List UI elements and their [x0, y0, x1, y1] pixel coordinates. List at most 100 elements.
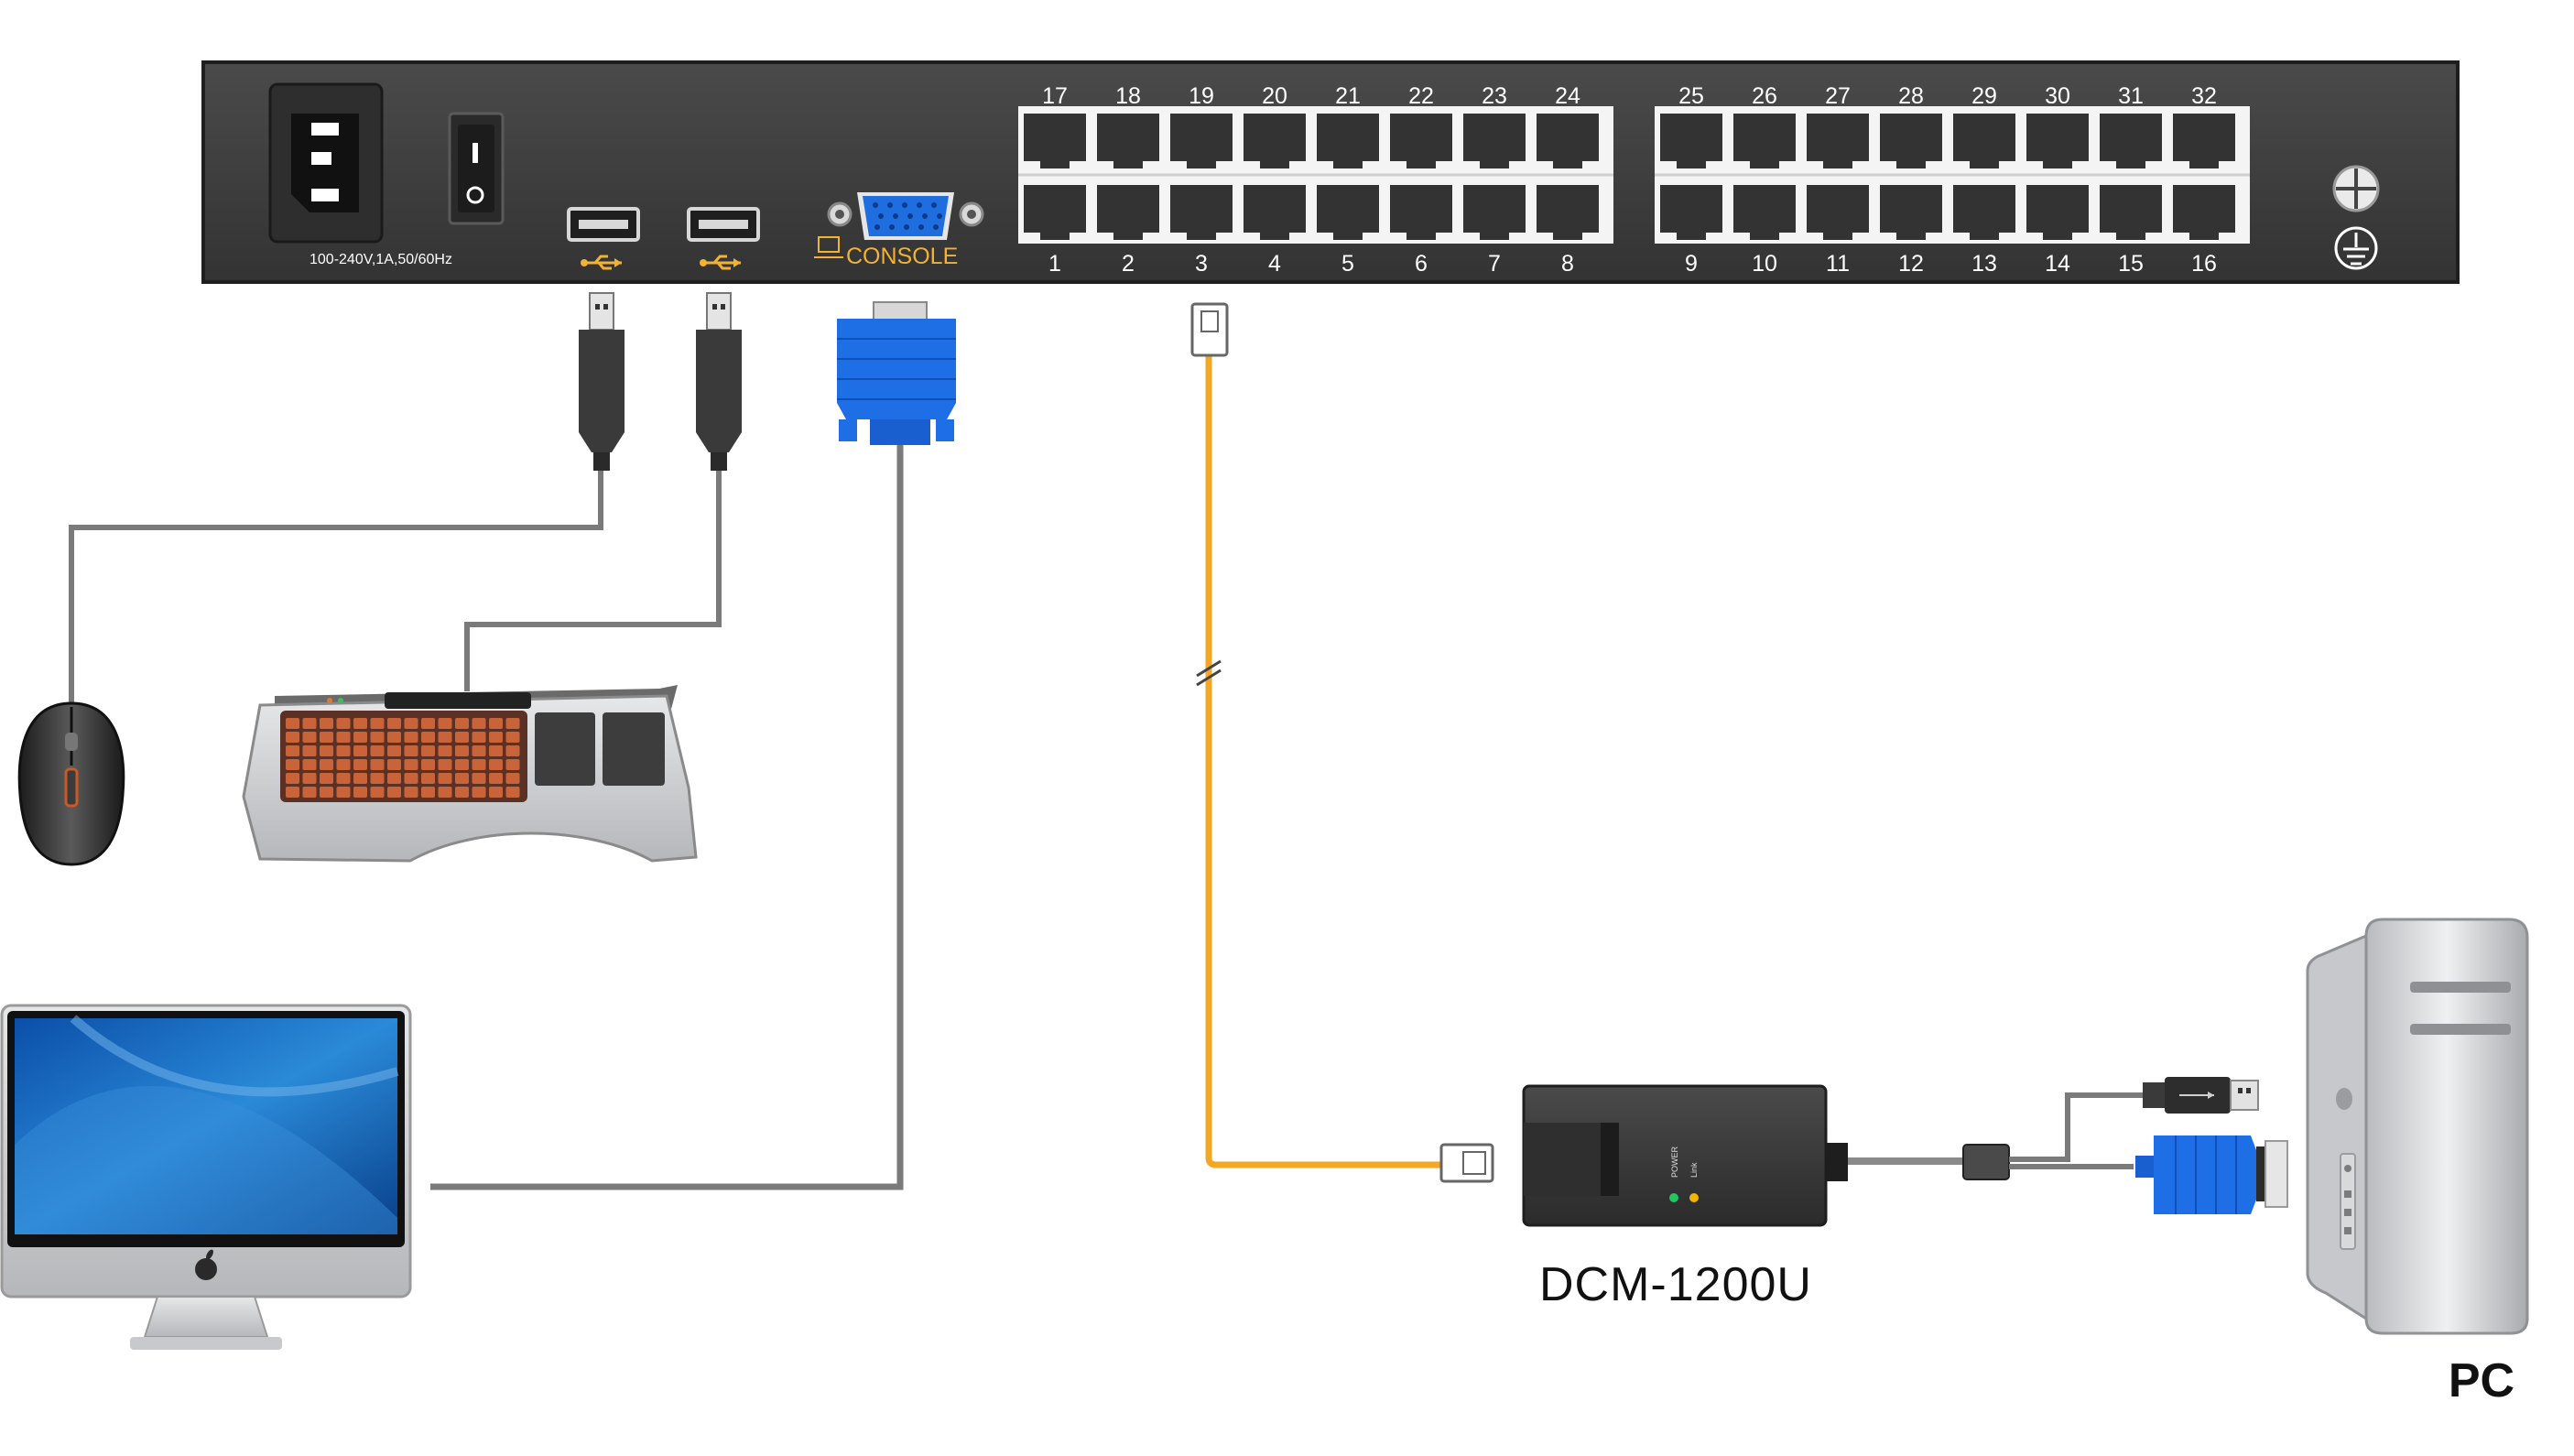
rj45-port-27[interactable]: [1807, 114, 1869, 168]
pc-tower: [2306, 918, 2529, 1335]
port-number-label: 30: [2045, 83, 2070, 109]
key: [320, 787, 333, 798]
port-number-label: 12: [1898, 251, 1924, 277]
key: [489, 759, 503, 770]
key: [421, 732, 435, 743]
console-vga-port[interactable]: [827, 192, 984, 240]
rj45-port-9[interactable]: [1660, 185, 1722, 240]
key: [387, 745, 401, 756]
rj45-port-28[interactable]: [1880, 114, 1942, 168]
port-number-label: 18: [1115, 83, 1141, 109]
rj45-bank-2: [1655, 106, 2250, 244]
rj45-port-14[interactable]: [2026, 185, 2089, 240]
rj45-port-7[interactable]: [1463, 185, 1526, 240]
rj45-port-11[interactable]: [1807, 185, 1869, 240]
rj45-port-6[interactable]: [1390, 185, 1452, 240]
key: [336, 732, 351, 743]
rj45-port-21[interactable]: [1317, 114, 1379, 168]
port-number-label: 4: [1268, 251, 1281, 277]
rj45-port-1[interactable]: [1024, 185, 1086, 240]
key: [455, 787, 469, 798]
rj45-port-13[interactable]: [1953, 185, 2015, 240]
usb-icon: [2179, 1092, 2214, 1099]
key: [387, 759, 401, 770]
rj45-port-18[interactable]: [1097, 114, 1159, 168]
key: [353, 745, 367, 756]
key: [455, 732, 469, 743]
rj45-port-4[interactable]: [1244, 185, 1306, 240]
adapter-power-led-label: POWER: [1670, 1146, 1679, 1178]
rj45-port-group[interactable]: [1024, 114, 1599, 240]
key: [472, 732, 486, 743]
kvm-switch: 100-240V,1A,50/60Hz: [201, 60, 2460, 284]
key: [421, 745, 435, 756]
rj45-port-15[interactable]: [2100, 185, 2162, 240]
rj45-port-20[interactable]: [1244, 114, 1306, 168]
port-number-label: 6: [1415, 251, 1428, 277]
key: [302, 773, 317, 784]
key: [489, 732, 503, 743]
rj45-port-group[interactable]: [1660, 114, 2235, 240]
key: [353, 759, 367, 770]
rj45-port-12[interactable]: [1880, 185, 1942, 240]
rj45-port-23[interactable]: [1463, 114, 1526, 168]
key: [421, 773, 435, 784]
key: [404, 718, 418, 729]
key: [353, 787, 367, 798]
key: [336, 787, 351, 798]
port-number-label: 23: [1482, 83, 1507, 109]
rj45-port-16[interactable]: [2173, 185, 2235, 240]
key: [489, 718, 503, 729]
rj45-port-32[interactable]: [2173, 114, 2235, 168]
adapter-link-led-label: Link: [1689, 1162, 1699, 1178]
key: [302, 759, 317, 770]
key: [472, 759, 486, 770]
rj45-port-8[interactable]: [1537, 185, 1599, 240]
key: [438, 787, 452, 798]
rj45-port-31[interactable]: [2100, 114, 2162, 168]
key: [455, 759, 469, 770]
key: [489, 745, 503, 756]
rj45-port-17[interactable]: [1024, 114, 1086, 168]
rj45-port-30[interactable]: [2026, 114, 2089, 168]
key: [438, 745, 452, 756]
port-number-label: 24: [1555, 83, 1580, 109]
ferrite-core: [1962, 1144, 2010, 1180]
key: [421, 718, 435, 729]
key: [387, 787, 401, 798]
key: [421, 787, 435, 798]
power-inlet[interactable]: [268, 82, 384, 244]
key: [286, 787, 299, 798]
key: [286, 745, 299, 756]
port-number-label: 21: [1335, 83, 1361, 109]
rj45-port-24[interactable]: [1537, 114, 1599, 168]
keyboard-cable: [464, 469, 722, 691]
rj45-port-29[interactable]: [1953, 114, 2015, 168]
dcm-adapter: POWER Link: [1522, 1084, 1848, 1227]
rj45-port-2[interactable]: [1097, 185, 1159, 240]
usb-port-1[interactable]: [567, 207, 640, 242]
keyboard: [242, 685, 698, 863]
rj45-port-22[interactable]: [1390, 114, 1452, 168]
port-number-label: 5: [1341, 251, 1354, 277]
key: [336, 773, 351, 784]
rj45-port-10[interactable]: [1733, 185, 1796, 240]
rj45-port-25[interactable]: [1660, 114, 1722, 168]
key: [404, 787, 418, 798]
ground-screw: [2332, 165, 2380, 212]
usb-port-2[interactable]: [687, 207, 760, 242]
port-number-label: 7: [1488, 251, 1501, 277]
port-number-label: 22: [1408, 83, 1434, 109]
rj45-port-5[interactable]: [1317, 185, 1379, 240]
key: [505, 787, 520, 798]
rj45-port-26[interactable]: [1733, 114, 1796, 168]
port-number-label: 11: [1826, 251, 1850, 277]
usb-icon: [700, 255, 741, 270]
key: [387, 718, 401, 729]
monitor: [0, 1004, 412, 1350]
rj45-port-3[interactable]: [1170, 185, 1233, 240]
rj45-port-19[interactable]: [1170, 114, 1233, 168]
adapter-power-led: [1669, 1193, 1678, 1202]
power-switch[interactable]: [448, 112, 505, 225]
port-number-label: 15: [2118, 251, 2144, 277]
